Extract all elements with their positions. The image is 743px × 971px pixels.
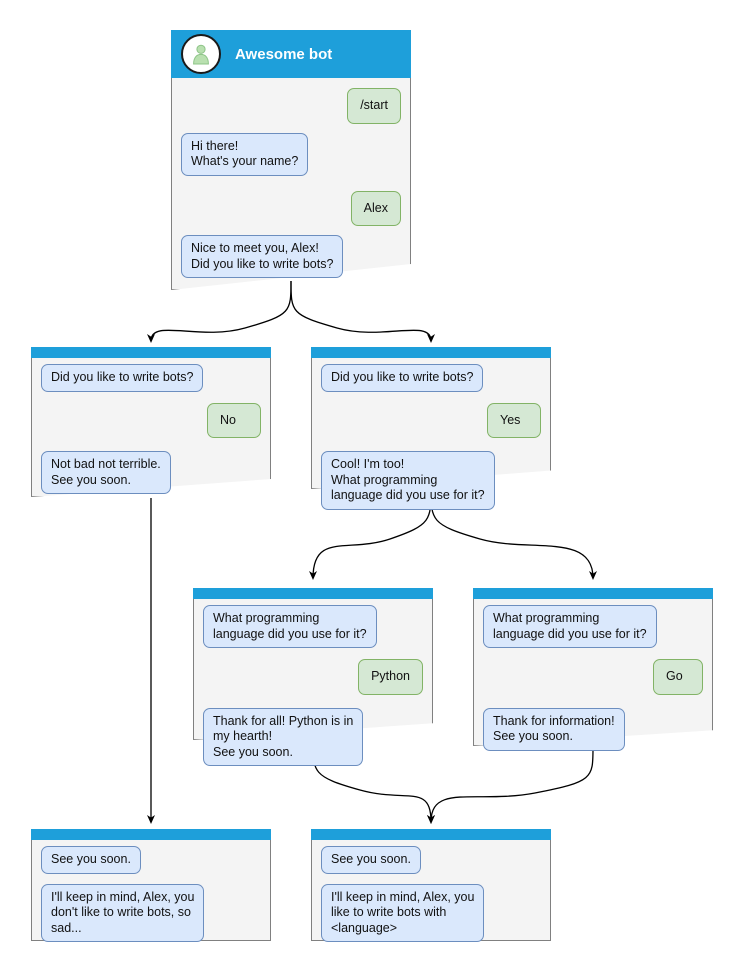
chat-header-bar bbox=[193, 588, 433, 599]
bot-message-bubble: Did you like to write bots? bbox=[321, 364, 484, 392]
message-list: Did you like to write bots? Yes Cool! I'… bbox=[311, 358, 551, 529]
message-list: See you soon. I'll keep in mind, Alex, y… bbox=[311, 840, 551, 961]
bot-message-bubble: What programming language did you use fo… bbox=[203, 605, 377, 648]
bot-message-bubble: Cool! I'm too! What programming language… bbox=[321, 451, 495, 510]
bot-message-bubble: I'll keep in mind, Alex, you don't like … bbox=[41, 883, 205, 942]
bot-message-bubble: See you soon. bbox=[321, 846, 421, 874]
message-list: /start Hi there! What's your name? Alex … bbox=[171, 78, 411, 297]
bot-message-bubble: Not bad not terrible. See you soon. bbox=[41, 451, 171, 494]
user-message-bubble: /start bbox=[347, 88, 401, 124]
message-list: See you soon. I'll keep in mind, Alex, y… bbox=[31, 840, 271, 961]
bot-name-label: Awesome bot bbox=[235, 45, 333, 63]
message-list: Did you like to write bots? No Not bad n… bbox=[31, 358, 271, 513]
chat-header-bar bbox=[473, 588, 713, 599]
message-list: What programming language did you use fo… bbox=[193, 599, 433, 785]
bot-message-bubble: I'll keep in mind, Alex, you like to wri… bbox=[321, 883, 485, 942]
user-message-bubble: Python bbox=[358, 659, 423, 695]
chat-node-answer-no[interactable]: Did you like to write bots? No Not bad n… bbox=[31, 347, 271, 497]
chat-header-bar bbox=[311, 347, 551, 358]
chat-header-bar bbox=[31, 347, 271, 358]
chat-header: Awesome bot bbox=[171, 30, 411, 78]
bot-message-bubble: Nice to meet you, Alex! Did you like to … bbox=[181, 235, 344, 278]
chat-node-end-sad[interactable]: See you soon. I'll keep in mind, Alex, y… bbox=[31, 829, 271, 942]
chat-node-answer-yes[interactable]: Did you like to write bots? Yes Cool! I'… bbox=[311, 347, 551, 510]
bot-message-bubble: Thank for all! Python is in my hearth! S… bbox=[203, 707, 364, 766]
chat-node-start[interactable]: Awesome bot /start Hi there! What's your… bbox=[171, 30, 411, 290]
chat-node-end-happy[interactable]: See you soon. I'll keep in mind, Alex, y… bbox=[311, 829, 551, 942]
user-message-bubble: Go bbox=[653, 659, 703, 695]
chat-node-lang-go[interactable]: What programming language did you use fo… bbox=[473, 588, 713, 751]
user-message-bubble: No bbox=[207, 402, 261, 438]
bot-message-bubble: Hi there! What's your name? bbox=[181, 132, 309, 176]
bot-message-bubble: See you soon. bbox=[41, 846, 141, 874]
bot-message-bubble: What programming language did you use fo… bbox=[483, 605, 657, 648]
bot-message-bubble: Did you like to write bots? bbox=[41, 364, 204, 392]
chat-header-bar bbox=[31, 829, 271, 840]
chat-header-bar bbox=[311, 829, 551, 840]
chat-node-lang-python[interactable]: What programming language did you use fo… bbox=[193, 588, 433, 766]
message-list: What programming language did you use fo… bbox=[473, 599, 713, 770]
user-message-bubble: Yes bbox=[487, 402, 541, 438]
bot-message-bubble: Thank for information! See you soon. bbox=[483, 707, 625, 751]
user-message-bubble: Alex bbox=[350, 190, 401, 226]
person-icon bbox=[181, 34, 221, 74]
